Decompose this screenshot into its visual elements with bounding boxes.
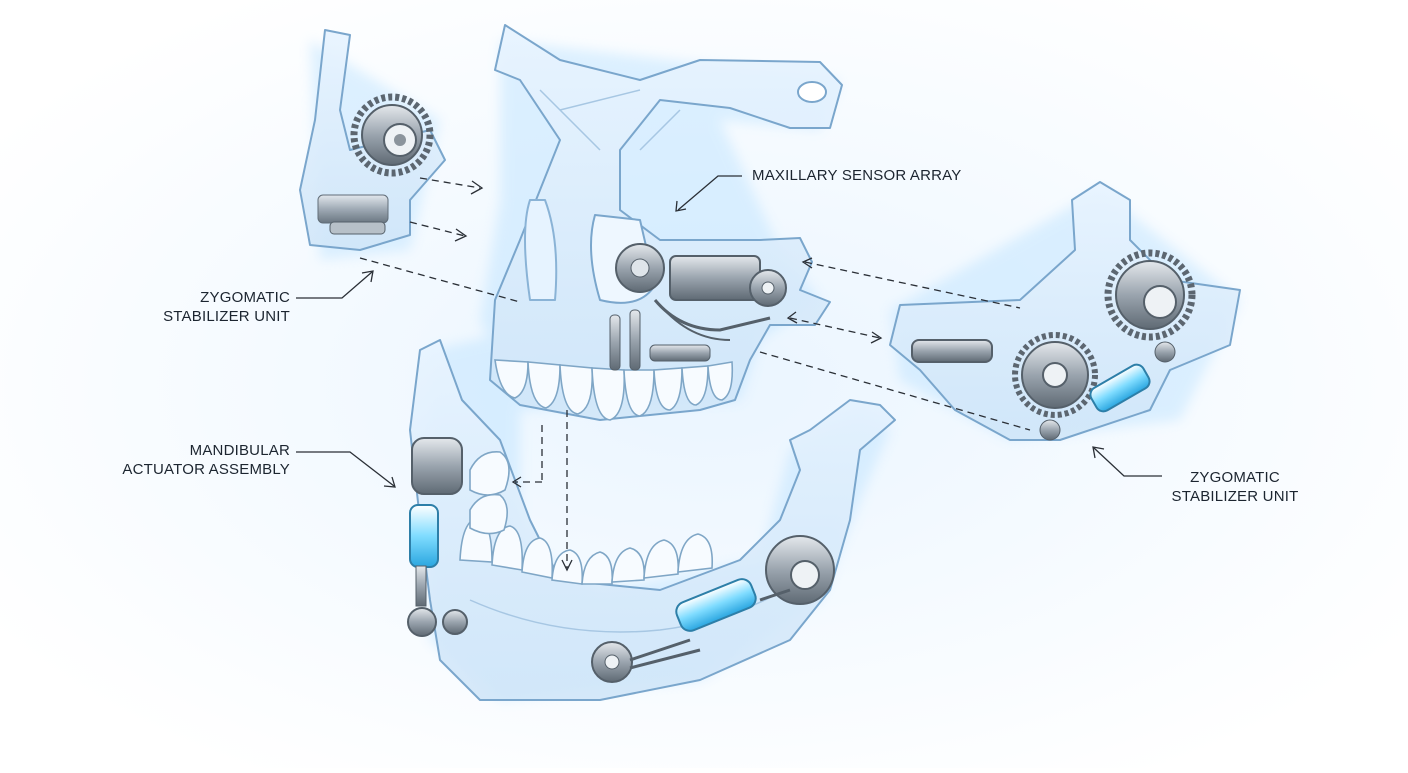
assembly-guides [359,177,1031,568]
label-line: STABILIZER UNIT [1171,488,1299,505]
assembly-guide-arrowheads [454,180,883,572]
right-zygomatic-part [889,181,1241,441]
label-line: STABILIZER UNIT [163,308,290,325]
label-maxillary-sensor-array: MAXILLARY SENSOR ARRAY [752,166,961,185]
lower-teeth [459,451,714,585]
label-zygomatic-stabilizer-right: ZYGOMATIC STABILIZER UNIT [1150,468,1320,506]
label-line: ACTUATOR ASSEMBLY [122,461,290,478]
label-line: ZYGOMATIC [200,289,290,306]
label-mandibular-actuator-assembly: MANDIBULAR ACTUATOR ASSEMBLY [100,441,290,479]
upper-teeth [494,359,734,421]
label-line: ZYGOMATIC [1190,469,1280,486]
left-zygomatic-part [299,29,446,251]
leader-lines [296,175,1162,488]
label-zygomatic-stabilizer-left: ZYGOMATIC STABILIZER UNIT [140,288,290,326]
maxillary-mechanism [609,243,787,371]
label-line: MAXILLARY SENSOR ARRAY [752,167,962,184]
mandibular-mechanism [407,437,835,683]
label-line: MANDIBULAR [189,442,290,459]
